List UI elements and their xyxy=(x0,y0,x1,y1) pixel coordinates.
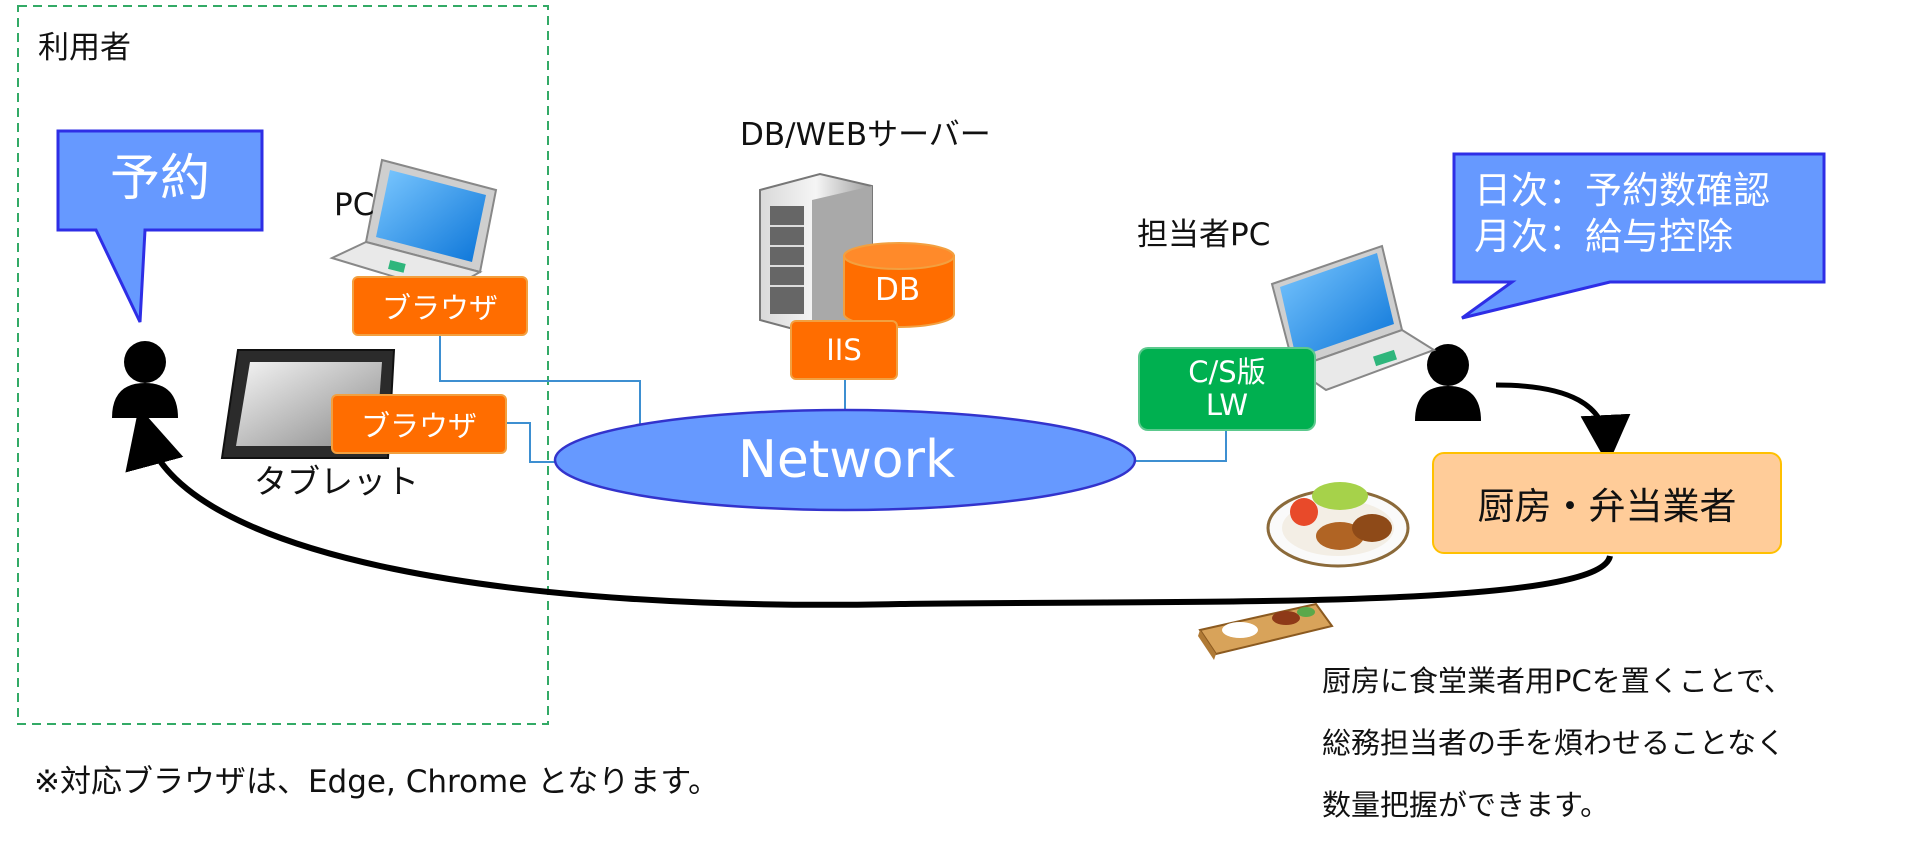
staff-to-kitchen-arrow xyxy=(1495,382,1631,465)
staff-bubble-line2: 月次：給与控除 xyxy=(1474,215,1733,258)
reserve-bubble-shape xyxy=(56,129,264,323)
staff-laptop-icon xyxy=(1270,244,1437,392)
pc-browser-label: ブラウザ xyxy=(381,291,498,325)
db-cylinder-icon xyxy=(843,242,955,328)
kitchen-note-line3: 数量把握ができます。 xyxy=(1322,788,1610,822)
bento-box-icon xyxy=(1198,602,1334,660)
staff-pc-label: 担当者PC xyxy=(1137,217,1271,253)
client-app-label-line2: LW xyxy=(1205,388,1249,422)
network-ellipse xyxy=(553,408,1137,512)
kitchen-note-line2: 総務担当者の手を煩わせることなく xyxy=(1322,726,1786,760)
kitchen-note-line1: 厨房に食堂業者用PCを置くことで、 xyxy=(1322,664,1793,698)
tablet-browser-box: ブラウザ xyxy=(331,394,507,454)
staff-bubble-shape xyxy=(1452,152,1826,320)
client-app-label-line1: C/S版 xyxy=(1188,354,1266,389)
iis-label: IIS xyxy=(826,333,862,367)
kitchen-box: 厨房・弁当業者 xyxy=(1432,452,1782,554)
user-area-border xyxy=(17,5,549,725)
server-label: DB/WEBサーバー xyxy=(740,117,991,153)
client-app-box: C/S版 LW xyxy=(1138,347,1316,431)
kitchen-label: 厨房・弁当業者 xyxy=(1477,485,1737,528)
iis-box: IIS xyxy=(790,320,898,380)
user-person-icon xyxy=(112,341,178,418)
client-connector xyxy=(1135,427,1227,462)
tablet-browser-label: ブラウザ xyxy=(360,409,477,443)
pc-browser-connector xyxy=(439,334,641,428)
network-label: Network xyxy=(738,430,956,490)
meal-plate-icon xyxy=(1266,482,1410,568)
staff-person-icon xyxy=(1415,344,1481,421)
browser-note: ※対応ブラウザは、Edge, Chrome となります。 xyxy=(34,764,720,800)
reserve-bubble-text: 予約 xyxy=(110,149,210,207)
tablet-browser-connector xyxy=(505,422,556,463)
delivery-return-arrow xyxy=(125,406,1613,608)
db-label: DB xyxy=(875,272,921,308)
user-laptop-icon xyxy=(329,158,498,294)
tablet-label: タブレット xyxy=(254,462,419,501)
pc-browser-box: ブラウザ xyxy=(352,276,528,336)
users-area-label: 利用者 xyxy=(38,30,131,66)
pc-label: PC xyxy=(334,187,375,223)
staff-bubble-line1: 日次：予約数確認 xyxy=(1474,169,1770,212)
